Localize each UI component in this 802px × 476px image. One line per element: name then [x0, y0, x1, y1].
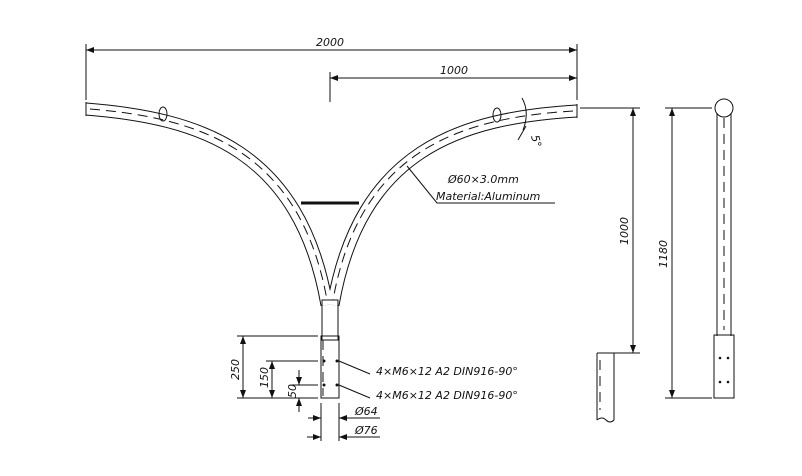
pole-arms	[85, 102, 578, 307]
base-dimensions	[237, 335, 380, 440]
tube-spec: Ø60×3.0mm	[447, 173, 519, 186]
pole-section-detail	[596, 352, 615, 423]
dim-50: 50	[286, 384, 299, 398]
dim-inner-diameter: Ø64	[354, 405, 378, 418]
dim-2000: 2000	[316, 36, 344, 49]
screws-lower-label: 4×M6×12 A2 DIN916-90°	[376, 389, 518, 402]
height-dimensions	[580, 107, 712, 399]
side-view	[713, 98, 735, 399]
dim-arm-height: 1000	[618, 217, 631, 245]
material-spec: Material:Aluminum	[436, 190, 540, 203]
span-dimensions	[85, 44, 578, 141]
material-leader	[406, 165, 555, 204]
dim-250: 250	[229, 359, 242, 380]
dim-angle: 5°	[528, 134, 544, 149]
dim-1000: 1000	[440, 64, 468, 77]
dim-outer-diameter: Ø76	[354, 424, 378, 437]
dim-total-height: 1180	[657, 240, 670, 268]
dim-150: 150	[258, 367, 271, 388]
pole-base	[320, 299, 340, 441]
screws-upper-label: 4×M6×12 A2 DIN916-90°	[376, 365, 518, 378]
